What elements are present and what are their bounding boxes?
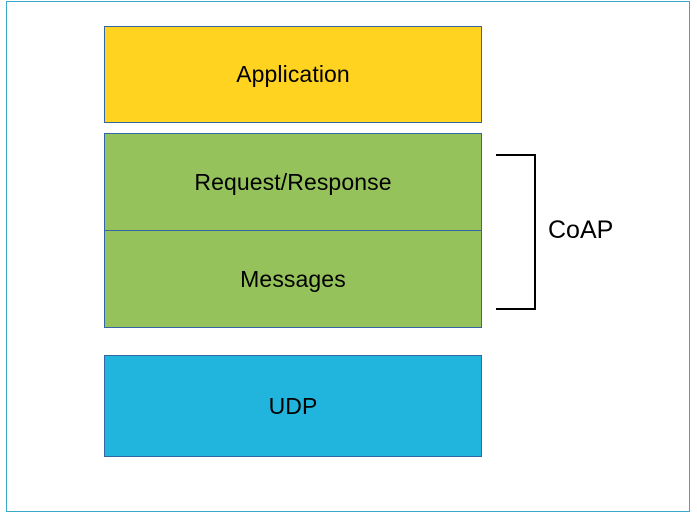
layer-label-udp: UDP	[268, 392, 318, 419]
bracket-spine	[534, 154, 536, 310]
layer-label-messages: Messages	[240, 265, 346, 292]
layer-label-application: Application	[236, 61, 350, 87]
bracket-bottom-arm	[496, 308, 536, 310]
layer-label-request-response: Request/Response	[194, 168, 392, 195]
layer-box-udp[interactable]: UDP	[104, 355, 482, 457]
bracket-top-arm	[496, 154, 536, 156]
coap-group-label: CoAP	[548, 216, 614, 244]
coap-group-bracket-icon	[496, 154, 536, 310]
layer-box-request-response[interactable]: Request/Response	[104, 133, 482, 231]
page-frame	[6, 1, 690, 512]
layer-box-application[interactable]: Application	[104, 26, 482, 123]
layer-box-messages[interactable]: Messages	[104, 230, 482, 328]
